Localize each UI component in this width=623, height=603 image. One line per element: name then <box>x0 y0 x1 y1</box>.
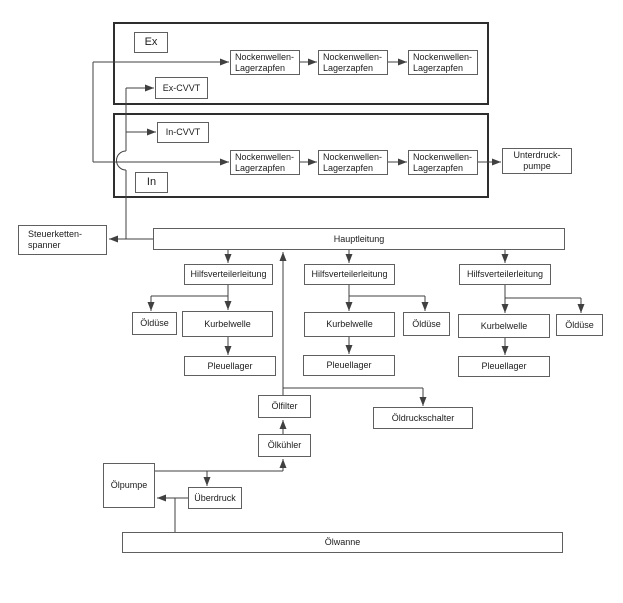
node-unterdruckpumpe: Unterdruck- pumpe <box>502 148 572 174</box>
node-kurbelwelle-3: Kurbelwelle <box>458 314 550 338</box>
node-in-label: In <box>135 172 168 193</box>
node-pleuellager-2: Pleuellager <box>303 355 395 376</box>
node-hilfsverteilerleitung-1: Hilfsverteilerleitung <box>184 264 273 285</box>
node-nockenwellen-ex-3: Nockenwellen- Lagerzapfen <box>408 50 478 75</box>
node-kurbelwelle-2: Kurbelwelle <box>304 312 395 337</box>
node-oelduese-1: Öldüse <box>132 312 177 335</box>
node-hilfsverteilerleitung-2: Hilfsverteilerleitung <box>304 264 395 285</box>
node-hauptleitung: Hauptleitung <box>153 228 565 250</box>
node-oelwanne: Ölwanne <box>122 532 563 553</box>
node-oelduese-2: Öldüse <box>403 312 450 336</box>
node-nockenwellen-in-1: Nockenwellen- Lagerzapfen <box>230 150 300 175</box>
node-hilfsverteilerleitung-3: Hilfsverteilerleitung <box>459 264 551 285</box>
node-nockenwellen-ex-1: Nockenwellen- Lagerzapfen <box>230 50 300 75</box>
node-kurbelwelle-1: Kurbelwelle <box>182 311 273 337</box>
node-ueberdruck: Überdruck <box>188 487 242 509</box>
node-oeldruckschalter: Öldruckschalter <box>373 407 473 429</box>
node-nockenwellen-in-2: Nockenwellen- Lagerzapfen <box>318 150 388 175</box>
node-oelkuehler: Ölkühler <box>258 434 311 457</box>
node-nockenwellen-ex-2: Nockenwellen- Lagerzapfen <box>318 50 388 75</box>
node-oelfilter: Ölfilter <box>258 395 311 418</box>
node-steuerkettenspanner: Steuerketten- spanner <box>18 225 107 255</box>
node-oelduese-3: Öldüse <box>556 314 603 336</box>
node-nockenwellen-in-3: Nockenwellen- Lagerzapfen <box>408 150 478 175</box>
node-ex-cvvt: Ex-CVVT <box>155 77 208 99</box>
node-pleuellager-1: Pleuellager <box>184 356 276 376</box>
node-ex-label: Ex <box>134 32 168 53</box>
node-oelpumpe: Ölpumpe <box>103 463 155 508</box>
node-in-cvvt: In-CVVT <box>157 122 209 143</box>
node-pleuellager-3: Pleuellager <box>458 356 550 377</box>
